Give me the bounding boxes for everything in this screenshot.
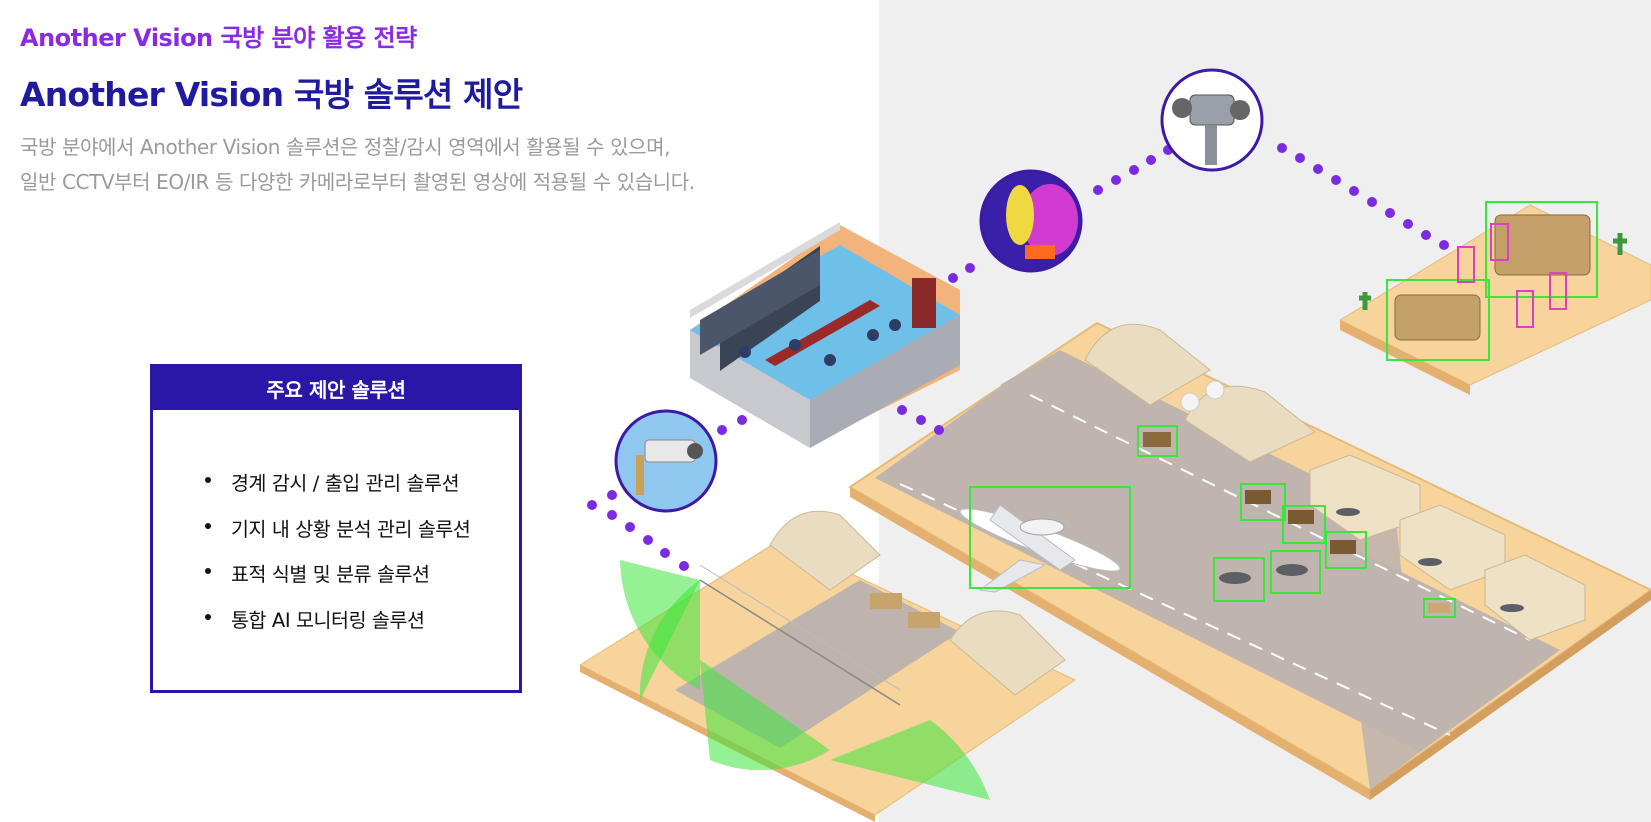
thermal-image-icon [979, 169, 1083, 273]
bullet-icon [205, 522, 211, 529]
hangar-buildings [1084, 323, 1586, 641]
connection-dots [587, 143, 1449, 571]
list-item: 표적 식별 및 분류 솔루션 [203, 558, 470, 604]
page-title: Another Vision 국방 솔루션 제안 [20, 75, 523, 114]
control-room [690, 222, 960, 448]
solutions-box: 주요 제안 솔루션 경계 감시 / 출입 관리 솔루션 기지 내 상황 분석 관… [150, 364, 522, 693]
list-item: 통합 AI 모니터링 솔루션 [203, 604, 470, 650]
section-eyebrow: Another Vision 국방 분야 활용 전략 [20, 24, 417, 52]
eo-ir-camera-icon [1160, 68, 1264, 172]
person-detection-boxes [1457, 223, 1567, 328]
bullet-icon [205, 613, 211, 620]
description-line: 국방 분야에서 Another Vision 솔루션은 정찰/감시 영역에서 활… [20, 135, 671, 159]
solution-label: 경계 감시 / 출입 관리 솔루션 [231, 472, 460, 495]
bullet-icon [205, 477, 211, 483]
list-item: 경계 감시 / 출입 관리 솔루션 [203, 467, 470, 513]
solution-label: 통합 AI 모니터링 솔루션 [231, 608, 425, 632]
cctv-camera-icon [614, 409, 718, 513]
page-description: 국방 분야에서 Another Vision 솔루션은 정찰/감시 영역에서 활… [20, 130, 695, 200]
outpost-area [1338, 204, 1651, 395]
ground-vehicles [1143, 432, 1524, 613]
solution-label: 표적 식별 및 분류 솔루션 [231, 563, 430, 586]
solutions-heading: 주요 제안 솔루션 [153, 367, 519, 410]
aircraft [959, 504, 1121, 593]
list-item: 기지 내 상황 분석 관리 솔루션 [203, 513, 471, 559]
solution-label: 기지 내 상황 분석 관리 솔루션 [231, 517, 471, 541]
detection-boxes [969, 201, 1598, 618]
gate-base [578, 510, 1077, 822]
bullet-icon [205, 568, 211, 574]
solutions-list: 경계 감시 / 출입 관리 솔루션 기지 내 상황 분석 관리 솔루션 표적 식… [203, 467, 471, 650]
description-line: 일반 CCTV부터 EO/IR 등 다양한 카메라로부터 촬영된 영상에 적용될… [20, 170, 695, 194]
